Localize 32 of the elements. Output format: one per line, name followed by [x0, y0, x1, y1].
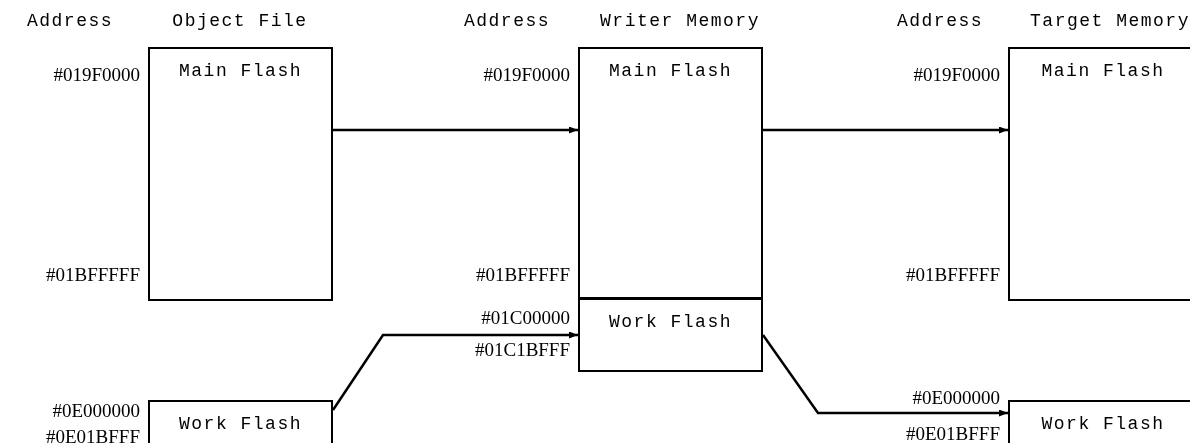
- address-label: #019F0000: [53, 64, 140, 86]
- column-header: Object File: [171, 10, 309, 33]
- address-label: #0E000000: [52, 400, 140, 422]
- address-label: #019F0000: [483, 64, 570, 86]
- memory-block: [578, 298, 763, 372]
- address-label: #01BFFFFF: [46, 264, 140, 286]
- block-label: Main Flash: [179, 61, 302, 81]
- address-label: #019F0000: [913, 64, 1000, 86]
- address-label: #01BFFFFF: [476, 264, 570, 286]
- column-header: Writer Memory: [599, 10, 761, 33]
- block-label: Main Flash: [609, 61, 732, 81]
- address-label: #0E000000: [912, 387, 1000, 409]
- column-header: Target Memory: [1029, 10, 1190, 33]
- address-label: #0E01BFFF: [906, 423, 1000, 443]
- arrow: [763, 126, 1008, 134]
- column-header: Address: [462, 10, 552, 33]
- block-label: Main Flash: [1041, 61, 1165, 81]
- memory-block: [148, 47, 333, 301]
- block-label: Work Flash: [1041, 414, 1165, 434]
- memory-block: [578, 47, 763, 299]
- memory-block: [1008, 47, 1190, 301]
- address-label: #01C00000: [481, 307, 570, 329]
- address-label: #0E01BFFF: [46, 426, 140, 443]
- column-header: Address: [25, 10, 115, 33]
- column-header: Address: [895, 10, 985, 33]
- address-label: #01BFFFFF: [906, 264, 1000, 286]
- address-label: #01C1BFFF: [474, 339, 570, 361]
- memory-block: [148, 400, 333, 443]
- block-label: Work Flash: [179, 414, 302, 434]
- block-label: Work Flash: [609, 312, 732, 332]
- memory-block: [1008, 400, 1190, 443]
- arrow: [333, 126, 578, 134]
